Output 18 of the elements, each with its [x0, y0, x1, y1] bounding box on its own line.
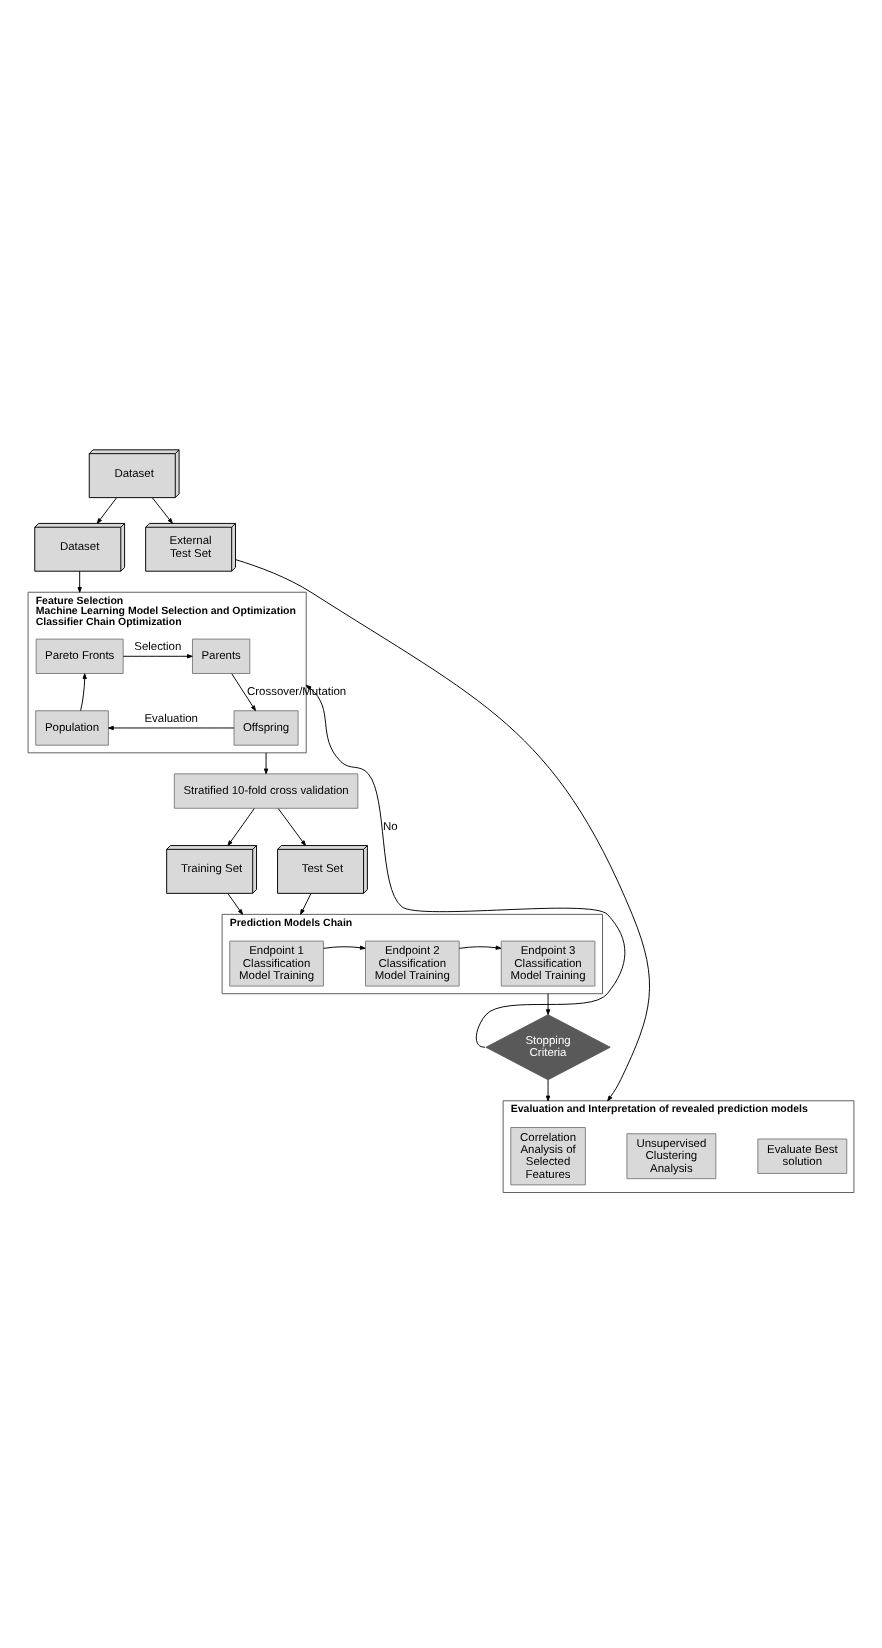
arrow	[305, 683, 626, 1047]
arrow	[227, 807, 255, 846]
arrow	[96, 496, 118, 523]
arrow	[458, 944, 502, 949]
arrow	[300, 892, 312, 914]
arrow	[122, 653, 193, 658]
arrow	[277, 807, 307, 846]
arrow	[80, 672, 87, 711]
arrow	[323, 944, 366, 949]
arrow	[77, 569, 82, 592]
arrow	[545, 992, 551, 1014]
arrow	[227, 892, 244, 914]
arrow	[263, 751, 269, 774]
arrow	[545, 1078, 551, 1101]
arrow	[151, 496, 173, 523]
arrow	[108, 724, 235, 730]
arrow	[235, 558, 651, 1101]
arrow	[231, 672, 256, 711]
